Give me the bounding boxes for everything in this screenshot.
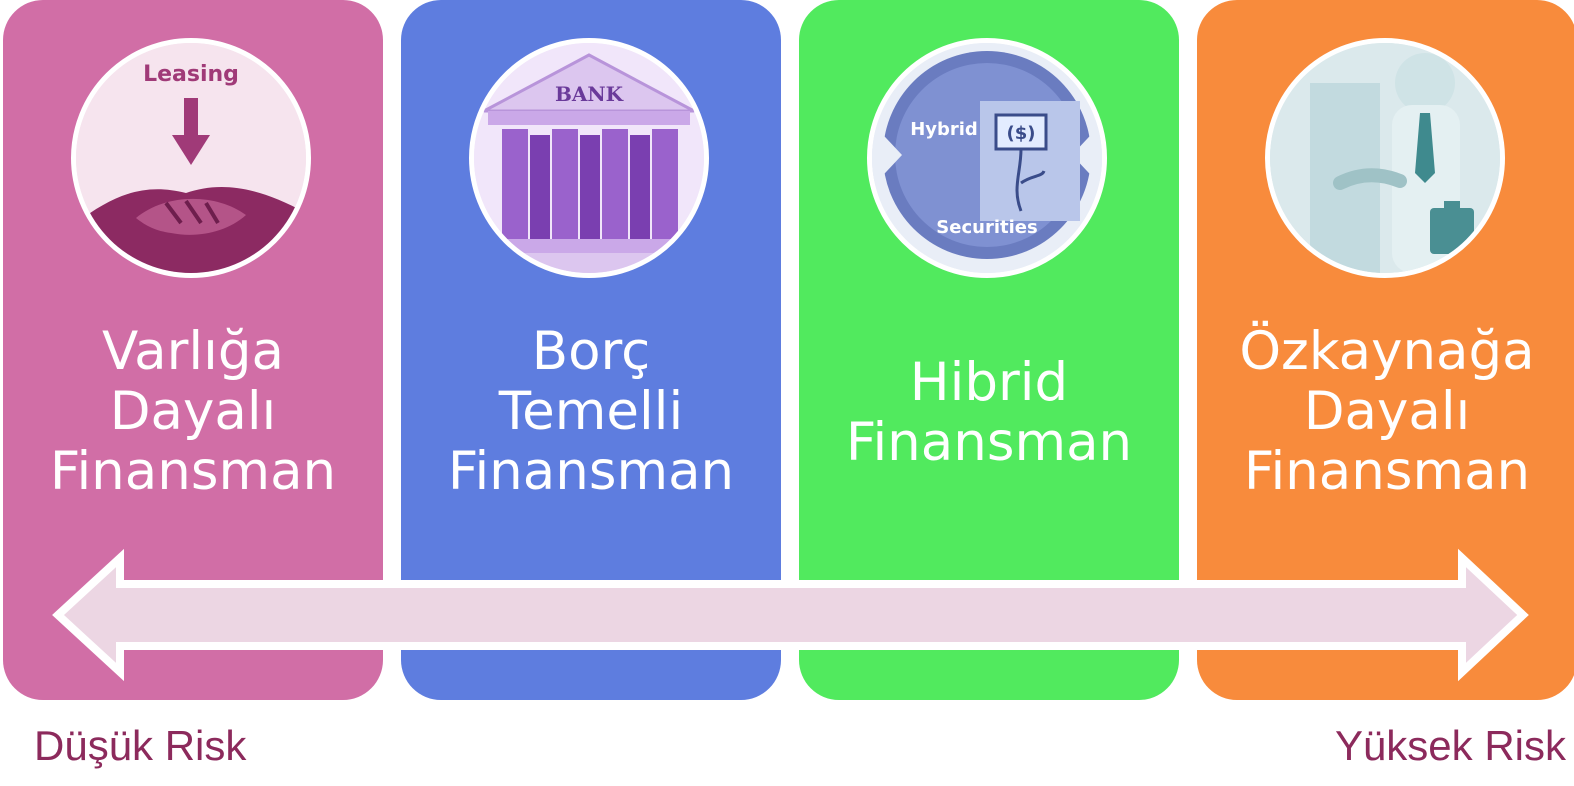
risk-double-arrow xyxy=(52,548,1529,682)
high-risk-label: Yüksek Risk xyxy=(1334,722,1566,769)
hybrid-securities-icon: ($) Hybrid Securities xyxy=(867,38,1107,278)
panel-asset-based-financing: Leasing Varlığa Dayalı Finansman xyxy=(3,0,383,700)
leasing-handshake-icon: Leasing xyxy=(71,38,311,278)
hybrid-caption: Hybrid xyxy=(910,119,978,140)
label-debt-based-financing: Borç Temelli Finansman xyxy=(447,321,735,502)
businessman-handshake-icon xyxy=(1265,38,1505,278)
label-hybrid-financing: Hibrid Finansman xyxy=(845,352,1133,473)
low-risk-label: Düşük Risk xyxy=(34,722,247,769)
label-asset-based-financing: Varlığa Dayalı Finansman xyxy=(49,321,337,502)
svg-text:($): ($) xyxy=(1007,123,1036,144)
panel-equity-based-financing: Özkaynağa Dayalı Finansman xyxy=(1197,0,1574,700)
leasing-caption: Leasing xyxy=(143,62,239,87)
bank-building-icon: BANK xyxy=(469,38,709,278)
label-equity-based-financing: Özkaynağa Dayalı Finansman xyxy=(1239,321,1535,502)
securities-caption: Securities xyxy=(936,217,1037,238)
bank-caption: BANK xyxy=(555,82,624,106)
